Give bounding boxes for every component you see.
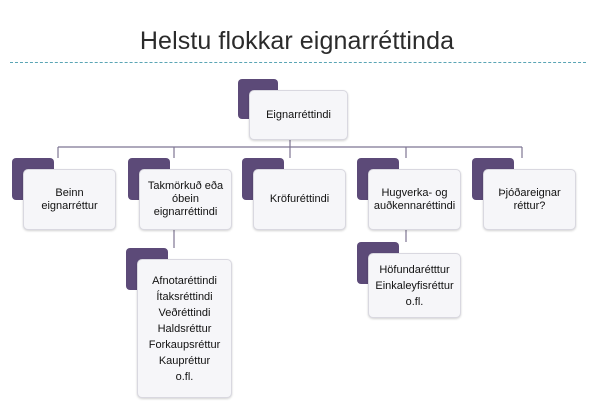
node-category-takmorkud: Takmörkuð eða óbein eignarréttindi — [128, 158, 232, 230]
sub-item: Forkaupsréttur — [148, 338, 221, 351]
sub-item: o.fl. — [175, 370, 194, 383]
node-category-krofu: Kröfuréttindi — [242, 158, 346, 230]
node-sub-limited: Afnotaréttindi Ítaksréttindi Veðréttindi… — [126, 248, 232, 398]
node-root: Eignarréttindi — [238, 79, 348, 141]
page-title: Helstu flokkar eignarréttinda — [139, 27, 455, 55]
node-category-hugverka: Hugverka- og auðkennaréttindi — [357, 158, 461, 230]
sub-item: Einkaleyfisréttur — [375, 279, 454, 292]
node-category-label: Hugverka- og auðkennaréttindi — [373, 186, 456, 212]
sub-item: Ítaksréttindi — [156, 290, 213, 303]
sub-item: Kaupréttur — [158, 354, 211, 367]
node-category-label: Beinn eignarréttur — [41, 186, 98, 212]
title-divider — [10, 62, 586, 63]
node-category-label: Kröfuréttindi — [269, 193, 330, 205]
node-category-label: Þjóðareignar réttur? — [498, 186, 561, 212]
sub-item: Höfundarétttur — [379, 263, 450, 276]
node-category-thjodareignar: Þjóðareignar réttur? — [472, 158, 576, 230]
node-category-label: Takmörkuð eða óbein eignarréttindi — [147, 180, 224, 218]
node-category-beinn: Beinn eignarréttur — [12, 158, 116, 230]
sub-item: o.fl. — [405, 295, 424, 308]
node-root-label: Eignarréttindi — [266, 108, 331, 121]
sub-item: Veðréttindi — [158, 306, 211, 319]
sub-item: Afnotaréttindi — [152, 274, 217, 287]
node-sub-ip: Höfundarétttur Einkaleyfisréttur o.fl. — [357, 242, 461, 318]
sub-item: Haldsréttur — [157, 322, 212, 335]
